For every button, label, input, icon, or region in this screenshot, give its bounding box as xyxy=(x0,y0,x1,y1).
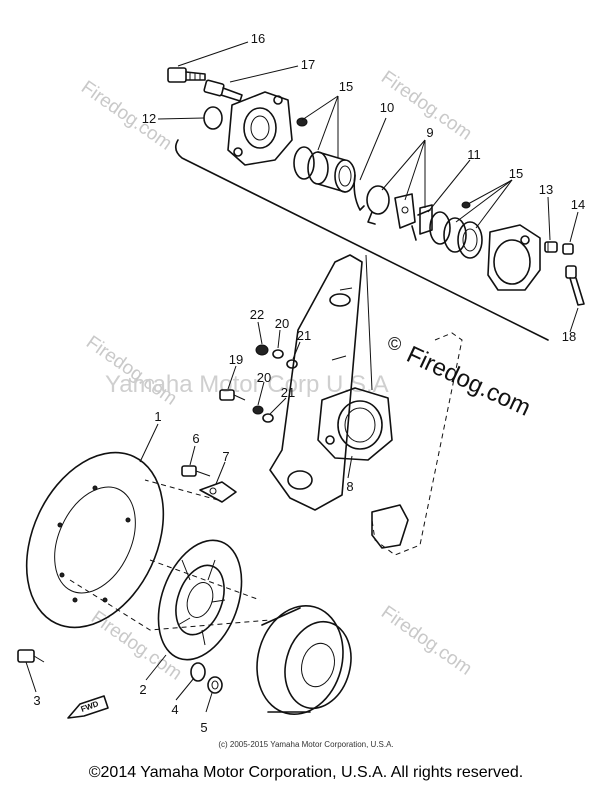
callout-6: 6 xyxy=(192,431,199,446)
watermark-firedog-dark: Firedog.com xyxy=(402,341,534,422)
caliper-half-right xyxy=(487,224,541,291)
lock-washer-4 xyxy=(190,662,206,682)
bleeder-13 xyxy=(544,241,558,253)
piston-seal-set-left xyxy=(293,146,356,193)
assembly-guide xyxy=(149,559,261,601)
callout-4: 4 xyxy=(171,702,178,717)
brake-disc-1 xyxy=(25,451,165,629)
callout-9: 9 xyxy=(426,125,433,140)
bolt-17 xyxy=(203,79,243,102)
callout-13: 13 xyxy=(539,182,553,197)
watermark-firedog: Firedog.com xyxy=(87,607,186,685)
caliper-assembly-8 xyxy=(317,387,393,461)
assembly-guide xyxy=(144,479,219,501)
wheel-hub xyxy=(256,604,352,716)
lock-washer-7 xyxy=(199,481,237,503)
callout-1: 1 xyxy=(154,409,161,424)
callout-19: 19 xyxy=(229,352,243,367)
watermark-layer: Firedog.com Firedog.com Firedog.com Fire… xyxy=(77,67,535,685)
cap-14 xyxy=(562,243,574,255)
callout-12: 12 xyxy=(142,111,156,126)
callout-2: 2 xyxy=(139,682,146,697)
bolt-22 xyxy=(255,344,269,356)
bolt-6 xyxy=(181,465,211,477)
callout-20-upper: 20 xyxy=(275,316,289,331)
callout-10: 10 xyxy=(380,100,394,115)
callout-17: 17 xyxy=(301,57,315,72)
shim-11 xyxy=(417,209,431,216)
caliper-half-left xyxy=(227,91,293,166)
callout-7: 7 xyxy=(222,449,229,464)
footer-copyright: ©2014 Yamaha Motor Corporation, U.S.A. A… xyxy=(88,764,524,781)
nut-21a xyxy=(286,359,298,369)
bolt-19 xyxy=(219,389,246,401)
callout-3: 3 xyxy=(33,693,40,708)
watermark-firedog: Firedog.com xyxy=(377,602,476,680)
washer-20b xyxy=(252,405,264,415)
callout-20-lower: 20 xyxy=(257,370,271,385)
bolt-16 xyxy=(167,67,206,83)
nut-5 xyxy=(207,676,223,694)
caliper-exploded-group xyxy=(167,67,585,341)
disc-hub-2 xyxy=(157,539,243,661)
assembly-guide xyxy=(69,579,271,631)
callout-21-lower: 21 xyxy=(281,385,295,400)
callout-21-upper: 21 xyxy=(297,328,311,343)
callout-16: 16 xyxy=(251,31,265,46)
callout-14: 14 xyxy=(571,197,585,212)
callout-15-upper: 15 xyxy=(339,79,353,94)
piston-seal-set-right xyxy=(429,201,483,259)
o-ring-12 xyxy=(203,106,223,130)
callout-8: 8 xyxy=(346,479,353,494)
washer-20a xyxy=(272,349,284,359)
clip-10 xyxy=(353,174,365,211)
bolt-18 xyxy=(565,265,585,306)
group-bracket-line xyxy=(174,139,549,341)
fork-assembly xyxy=(219,254,463,556)
callout-11: 11 xyxy=(467,147,481,162)
nut-15-a xyxy=(296,117,308,127)
nut-21b xyxy=(262,413,274,423)
callouts: 16 17 12 15 10 9 11 15 13 14 18 22 20 21 xyxy=(25,31,585,735)
small-copyright-notice: (c) 2005-2015 Yamaha Motor Corporation, … xyxy=(218,740,394,749)
callout-5: 5 xyxy=(200,720,207,735)
watermark-yamaha: Yamaha Motor Corp U.S.A xyxy=(105,371,389,398)
callout-18: 18 xyxy=(562,329,576,344)
fwd-arrow-icon: FWD xyxy=(67,695,109,719)
callout-22: 22 xyxy=(250,307,264,322)
bolt-3 xyxy=(17,649,45,663)
watermark-firedog: Firedog.com xyxy=(77,77,176,155)
callout-15-lower: 15 xyxy=(509,166,523,181)
copyright-circle-icon: © xyxy=(388,334,401,354)
